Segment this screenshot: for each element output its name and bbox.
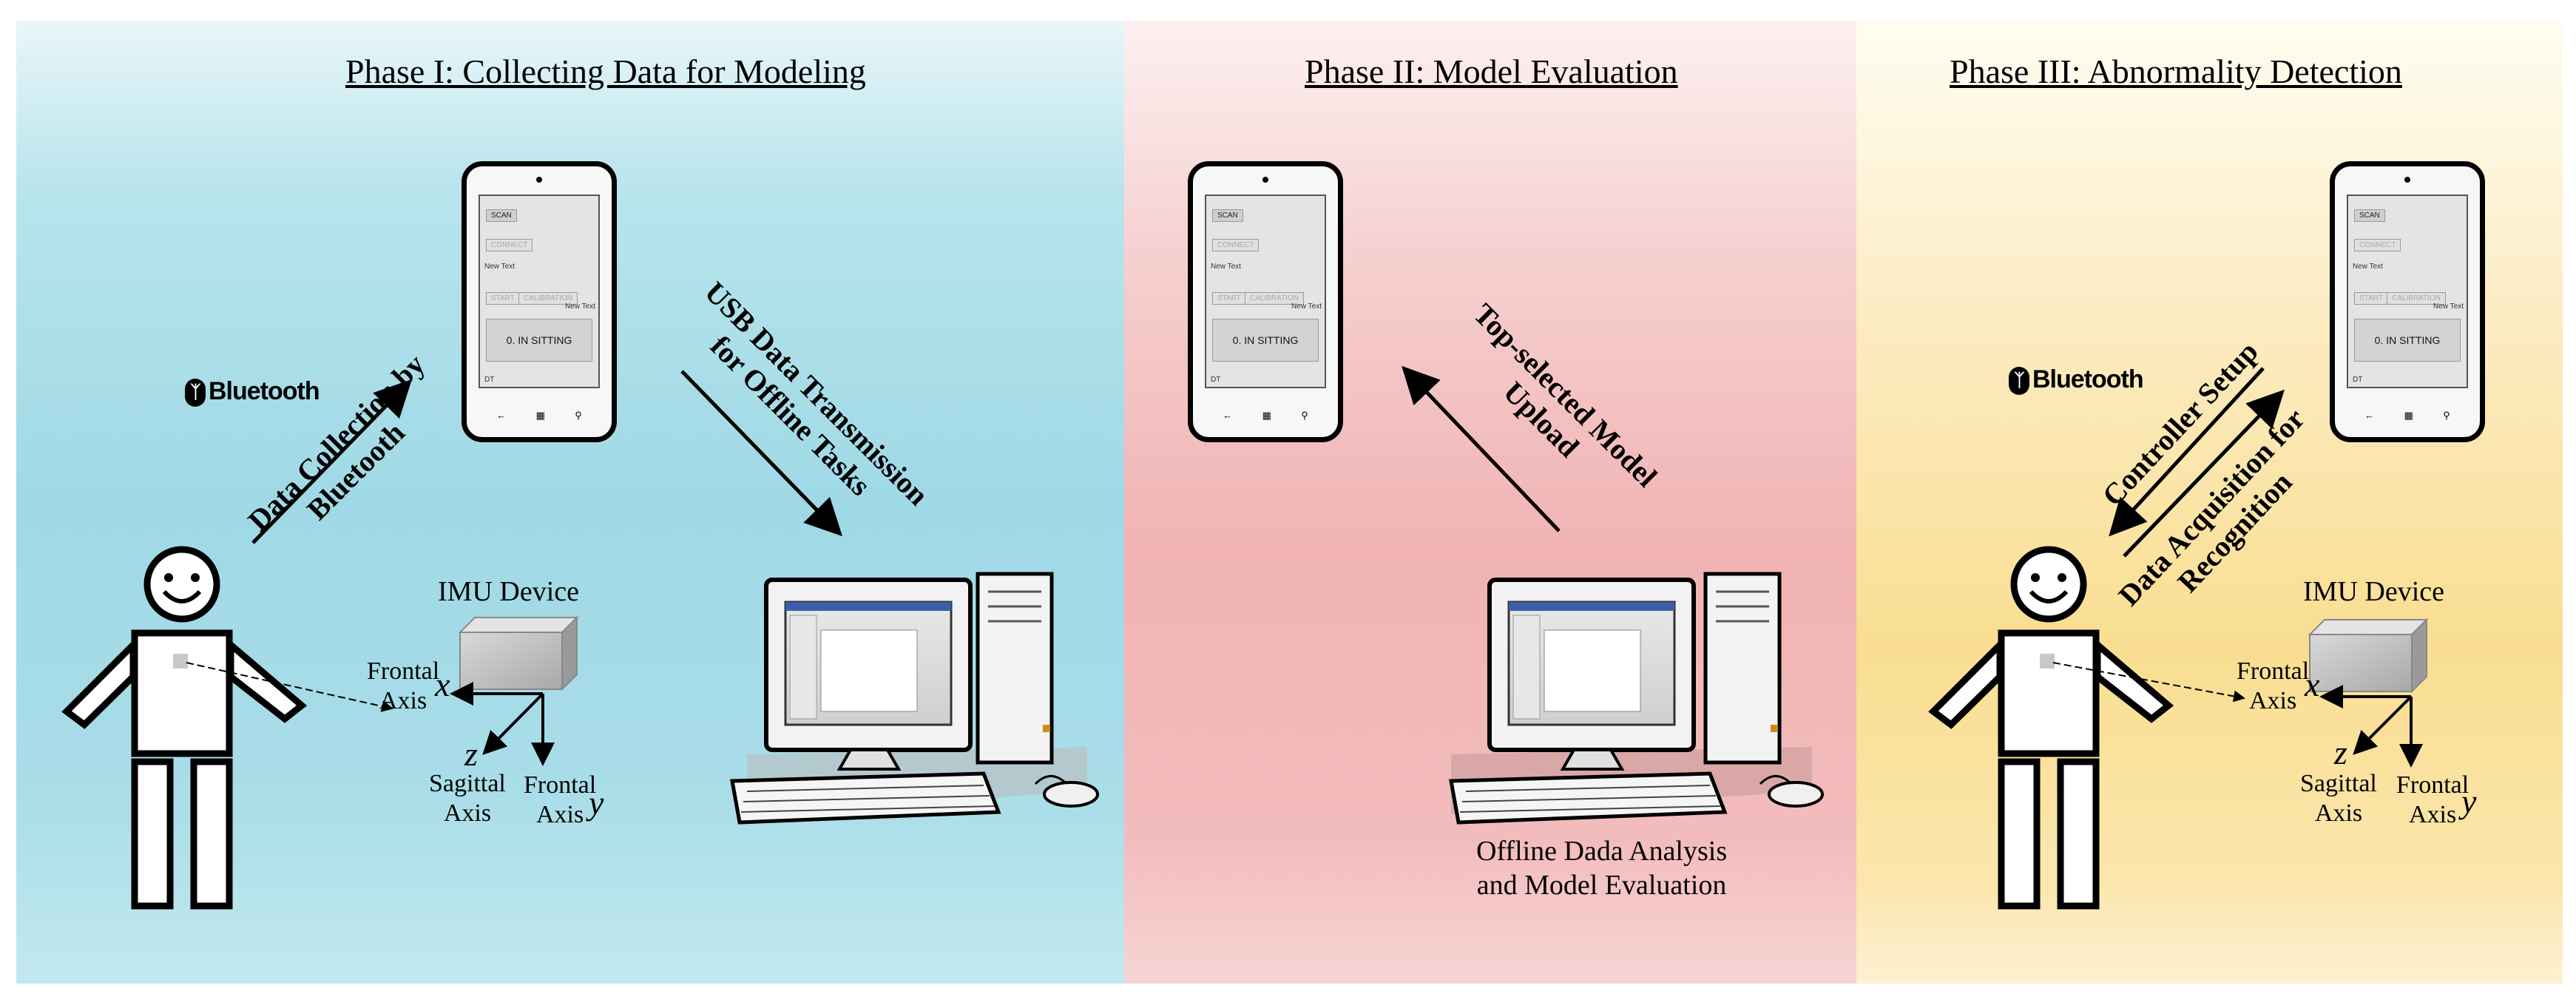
phone-nav-bar: ← ▦ ⚲ (2350, 410, 2465, 421)
label-line: Offline Dada Analysis (1476, 836, 1728, 867)
imu-pointer-phase3 (2052, 662, 2245, 703)
bluetooth-wordmark: Bluetooth (2032, 365, 2144, 393)
computer-caption-phase2: Offline Dada Analysis and Model Evaluati… (1476, 834, 1727, 902)
axis-x-symbol-phase1: x (435, 666, 450, 703)
status-text: New Text (484, 263, 515, 271)
label-line: Axis (2248, 687, 2297, 714)
start-button[interactable]: START (2354, 292, 2388, 305)
sagittal-axis-label-phase1: Sagittal Axis (429, 769, 506, 828)
status-text-right: New Text (565, 302, 595, 311)
label-line: and Model Evaluation (1476, 870, 1727, 901)
computer-phase2 (1449, 572, 1824, 825)
arrow-data-acquisition (2123, 389, 2285, 558)
calibration-button[interactable]: CALIBRATION (2387, 292, 2446, 305)
phone-screen: SCAN CONNECT New Text START CALIBRATION … (1205, 195, 1326, 388)
connect-button[interactable]: CONNECT (486, 239, 533, 251)
status-text-right: New Text (2433, 302, 2464, 311)
smartphone-phase3: SCAN CONNECT New Text START CALIBRATION … (2330, 161, 2485, 442)
label-line: Axis (2408, 801, 2457, 828)
imu-device-label-phase1: IMU Device (438, 576, 579, 607)
windows-icon[interactable]: ▦ (2404, 410, 2413, 421)
back-icon[interactable]: ← (1223, 410, 1233, 421)
bluetooth-icon: ᛉ (185, 379, 206, 407)
dt-label: DT (2353, 376, 2363, 384)
frontal-axis-x-label-phase3: Frontal Axis (2237, 657, 2309, 716)
windows-icon[interactable]: ▦ (1262, 410, 1271, 421)
status-text: New Text (2353, 263, 2383, 271)
state-display: 0. IN SITTING (1212, 319, 1319, 362)
calibration-button[interactable]: CALIBRATION (518, 292, 578, 305)
axis-y-symbol-phase1: y (589, 784, 604, 822)
calibration-button[interactable]: CALIBRATION (1245, 292, 1304, 305)
phase-3-title: Phase III: Abnormality Detection (1950, 53, 2402, 90)
imu-cube-phase1 (458, 615, 579, 691)
start-button[interactable]: START (1212, 292, 1246, 305)
person-figure-phase3 (1928, 546, 2174, 910)
phone-nav-bar: ← ▦ ⚲ (1208, 410, 1323, 421)
label-line: Sagittal (429, 770, 506, 797)
bluetooth-wordmark: Bluetooth (209, 377, 320, 405)
phone-speaker (2404, 177, 2410, 183)
axis-z-symbol-phase3: z (2334, 734, 2347, 771)
state-display: 0. IN SITTING (2354, 319, 2461, 362)
start-button[interactable]: START (486, 292, 520, 305)
arrow-upload-to-phone (1402, 365, 1561, 532)
imu-device-label-phase3: IMU Device (2303, 576, 2444, 607)
label-line: Frontal (2237, 657, 2310, 685)
arrow-bluetooth-to-phone (251, 379, 412, 544)
status-text: New Text (1211, 263, 1241, 271)
label-line: Frontal (2396, 771, 2469, 799)
frontal-axis-y-label-phase3: Frontal Axis (2396, 771, 2469, 830)
search-icon[interactable]: ⚲ (1301, 410, 1308, 421)
dt-label: DT (1211, 376, 1221, 384)
label-line: Axis (379, 687, 427, 714)
phone-nav-bar: ← ▦ ⚲ (481, 410, 597, 421)
scan-button[interactable]: SCAN (486, 209, 517, 222)
bluetooth-icon: ᛉ (2009, 367, 2029, 396)
phone-screen: SCAN CONNECT New Text START CALIBRATION … (2347, 195, 2468, 388)
phase-2-title: Phase II: Model Evaluation (1305, 53, 1678, 90)
label-line: Sagittal (2300, 770, 2377, 797)
axis-y-symbol-phase3: y (2461, 782, 2477, 820)
back-icon[interactable]: ← (496, 410, 507, 421)
phase-1-title: Phase I: Collecting Data for Modeling (345, 53, 866, 90)
label-line: Axis (2314, 799, 2363, 827)
scan-button[interactable]: SCAN (1212, 209, 1243, 222)
label-line: Frontal (367, 657, 440, 685)
smartphone-phase1: SCAN CONNECT New Text START CALIBRATION … (462, 161, 617, 442)
computer-phase1 (730, 572, 1099, 825)
phone-speaker (536, 177, 542, 183)
connect-button[interactable]: CONNECT (2354, 239, 2401, 251)
arrow-usb-to-computer (680, 370, 842, 537)
windows-icon[interactable]: ▦ (535, 410, 545, 421)
label-line: Axis (535, 801, 584, 828)
axis-x-symbol-phase3: x (2305, 666, 2320, 703)
label-line: Frontal (524, 771, 597, 799)
back-icon[interactable]: ← (2364, 410, 2375, 421)
smartphone-phase2: SCAN CONNECT New Text START CALIBRATION … (1188, 161, 1343, 442)
state-display: 0. IN SITTING (486, 319, 592, 362)
arrow-controller-setup (2109, 367, 2265, 537)
search-icon[interactable]: ⚲ (575, 410, 582, 421)
dt-label: DT (484, 376, 495, 384)
search-icon[interactable]: ⚲ (2443, 410, 2450, 421)
phone-screen: SCAN CONNECT New Text START CALIBRATION … (479, 195, 600, 388)
imu-pointer-phase1 (186, 662, 393, 712)
phone-speaker (1262, 177, 1268, 183)
person-figure-phase1 (61, 546, 308, 910)
sagittal-axis-label-phase3: Sagittal Axis (2300, 769, 2377, 828)
axis-z-symbol-phase1: z (464, 735, 478, 773)
scan-button[interactable]: SCAN (2354, 209, 2385, 222)
frontal-axis-y-label-phase1: Frontal Axis (524, 771, 596, 830)
imu-cube-phase3 (2308, 618, 2429, 694)
frontal-axis-x-label-phase1: Frontal Axis (367, 657, 439, 716)
label-line: Axis (443, 799, 492, 827)
status-text-right: New Text (1291, 302, 1322, 311)
connect-button[interactable]: CONNECT (1212, 239, 1260, 251)
